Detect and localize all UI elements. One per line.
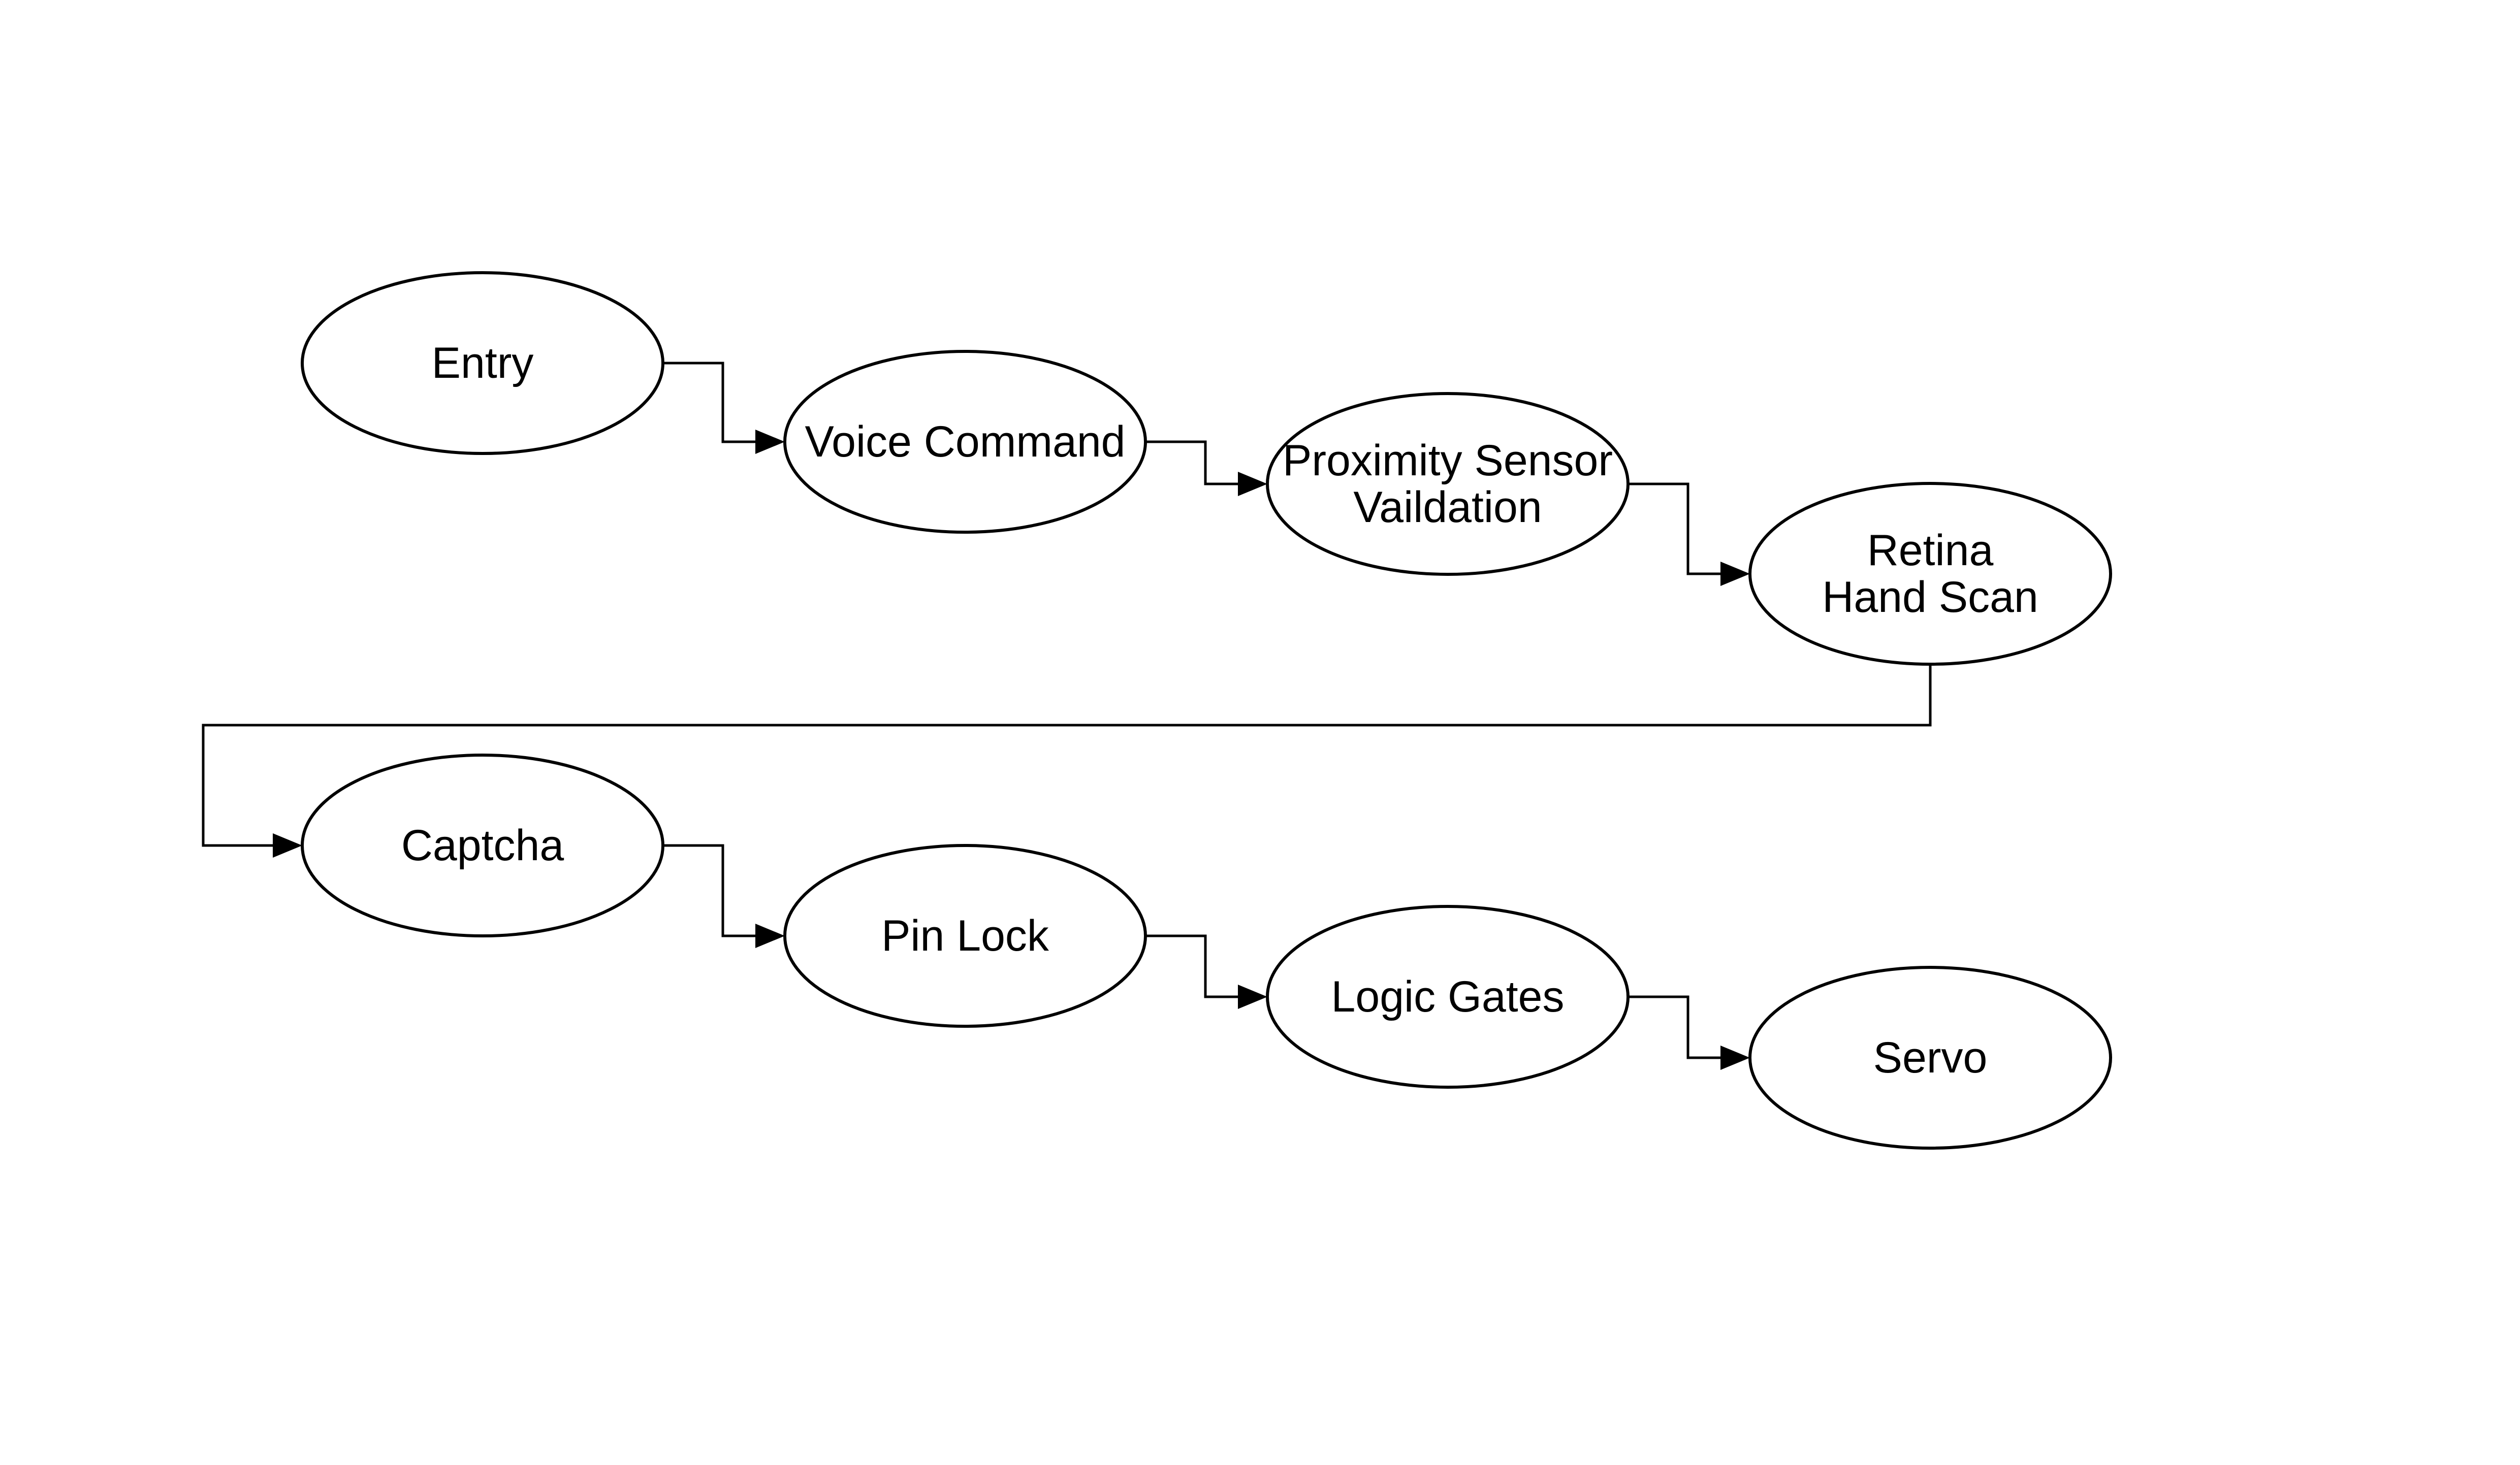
- edge-line: [202, 664, 1932, 847]
- node-logic-gates: Logic Gates: [1266, 905, 1630, 1089]
- node-label: Captcha: [401, 821, 564, 870]
- node-voice-command: Voice Command: [783, 350, 1147, 534]
- node-label: Retina: [1867, 526, 1994, 575]
- node-ellipse: [1266, 392, 1630, 576]
- arrowhead-icon: [1238, 985, 1267, 1009]
- node-label: Servo: [1873, 1033, 1988, 1082]
- node-label: Vaildation: [1353, 483, 1542, 532]
- arrowhead-icon: [1720, 1046, 1750, 1070]
- node-ellipse: [1266, 905, 1630, 1089]
- edge-line: [1628, 482, 1722, 575]
- node-ellipse: [1748, 966, 2112, 1150]
- node-ellipse: [783, 350, 1147, 534]
- edge-line: [1145, 934, 1239, 998]
- node-ellipse: [783, 844, 1147, 1028]
- node-label: Proximity Sensor: [1283, 436, 1613, 485]
- arrowhead-icon: [755, 430, 785, 454]
- edge-line: [663, 844, 757, 937]
- node-label: Voice Command: [805, 417, 1126, 466]
- edges-layer: [202, 362, 1932, 1070]
- arrowhead-icon: [1720, 562, 1750, 586]
- arrowhead-icon: [755, 924, 785, 948]
- node-label: Entry: [432, 339, 534, 387]
- edge-pin-lock-to-logic-gates: [1145, 934, 1267, 1009]
- edge-line: [663, 362, 757, 443]
- edge-entry-to-voice-command: [663, 362, 785, 454]
- node-pin-lock: Pin Lock: [783, 844, 1147, 1028]
- node-label: Logic Gates: [1331, 972, 1565, 1021]
- edge-voice-command-to-proximity-sensor: [1145, 440, 1267, 496]
- edge-retina-hand-scan-to-captcha: [202, 664, 1932, 858]
- node-ellipse: [301, 754, 664, 937]
- node-label: Pin Lock: [881, 911, 1049, 960]
- arrowhead-icon: [273, 833, 302, 858]
- node-captcha: Captcha: [301, 754, 664, 937]
- arrowhead-icon: [1238, 472, 1267, 496]
- edge-line: [1628, 995, 1722, 1059]
- node-ellipse: [301, 271, 664, 455]
- edge-logic-gates-to-servo: [1628, 995, 1750, 1070]
- node-label: Hand Scan: [1822, 573, 2038, 622]
- edge-captcha-to-pin-lock: [663, 844, 785, 948]
- edge-line: [1145, 440, 1239, 485]
- node-ellipse: [1748, 482, 2112, 666]
- edge-proximity-sensor-to-retina-hand-scan: [1628, 482, 1750, 586]
- node-servo: Servo: [1748, 966, 2112, 1150]
- node-entry: Entry: [301, 271, 664, 455]
